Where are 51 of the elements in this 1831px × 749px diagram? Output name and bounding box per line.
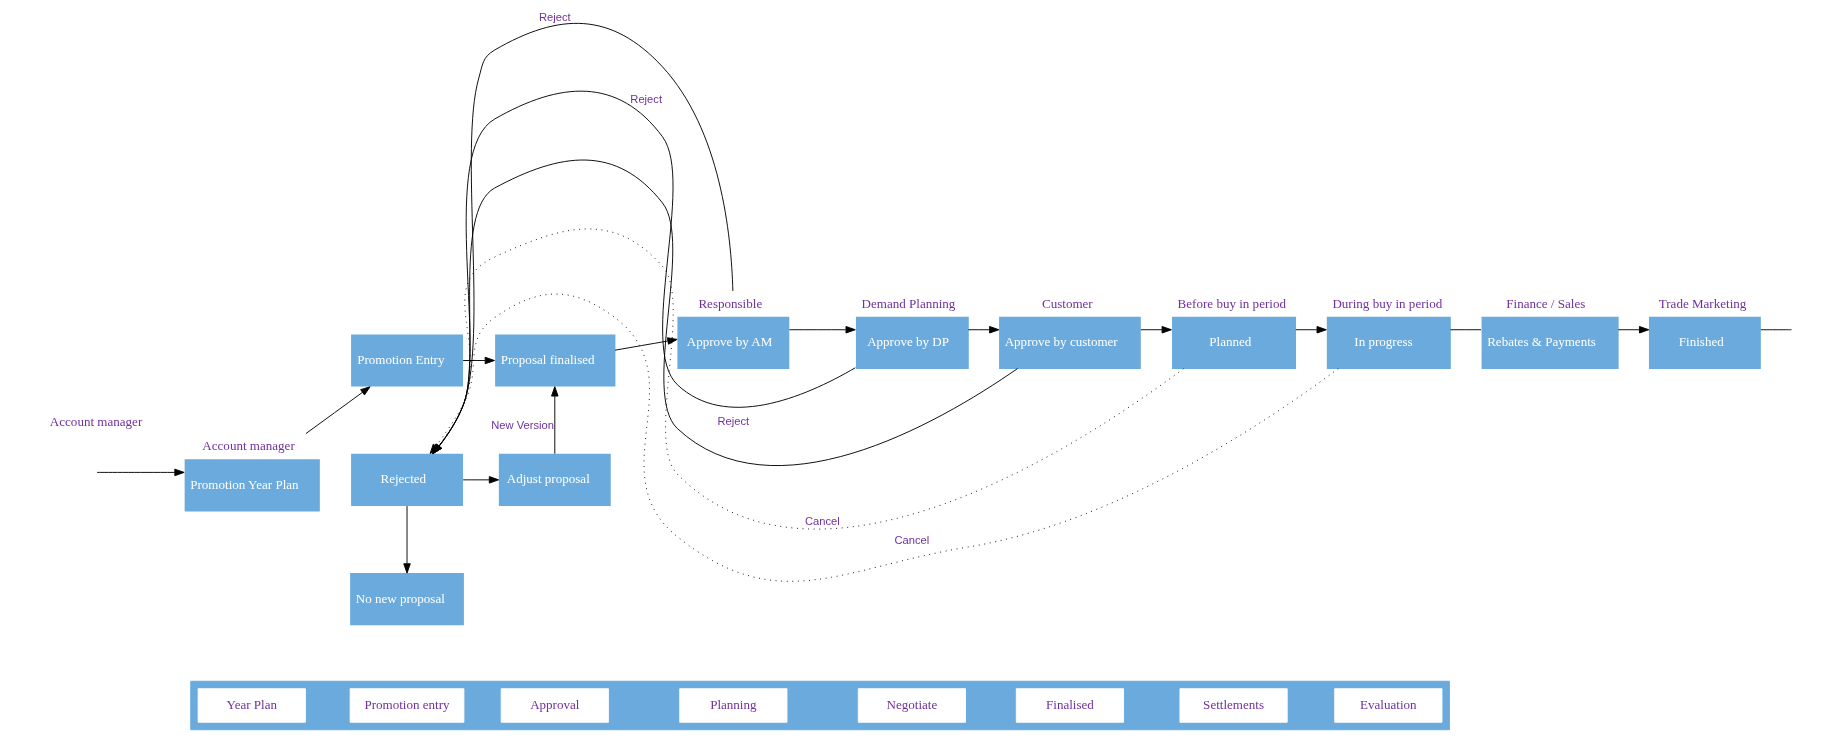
edge-label: Cancel xyxy=(894,533,930,546)
edge-label: Reject xyxy=(538,10,571,23)
arrow xyxy=(551,386,559,455)
arrow xyxy=(1617,326,1650,334)
edge-label: Reject xyxy=(630,92,663,105)
node-box: Proposal finalised xyxy=(495,334,616,387)
node-box: Approve by AM xyxy=(677,316,790,369)
arrow xyxy=(789,326,856,334)
node-box: Evaluation xyxy=(1334,688,1443,723)
edge-label: Reject xyxy=(717,415,750,428)
arrow xyxy=(96,468,185,477)
node-box: Settlements xyxy=(1179,688,1288,723)
node-box: Promotion entry xyxy=(349,688,465,723)
edge-label: Cancel xyxy=(805,515,840,528)
arrow xyxy=(462,356,495,365)
node-label: Before buy in period xyxy=(1177,295,1286,311)
node-box: Rebates & Payments xyxy=(1481,316,1619,369)
node-label: Account manager xyxy=(202,438,295,454)
node-box: Approval xyxy=(500,688,609,723)
edge-label: New Version xyxy=(491,419,554,432)
node-label: Demand Planning xyxy=(861,295,956,311)
node-label: Customer xyxy=(1041,295,1093,311)
arrow xyxy=(305,386,371,435)
node-box: Rejected xyxy=(351,453,463,506)
node-label: Trade Marketing xyxy=(1658,295,1747,311)
node-box: No new proposal xyxy=(350,573,464,626)
node-box: Planning xyxy=(679,688,788,723)
node-box: Planned xyxy=(1172,316,1297,369)
node-box: Finished xyxy=(1648,316,1761,369)
connector xyxy=(1760,329,1793,331)
arrow xyxy=(1295,326,1327,334)
arrow xyxy=(1140,326,1172,334)
node-box: In progress xyxy=(1326,316,1451,369)
arrow xyxy=(403,505,411,574)
arrow xyxy=(462,476,500,484)
arrow xyxy=(967,326,1000,334)
node-box: Approve by DP xyxy=(855,316,969,369)
node-label: During buy in period xyxy=(1332,295,1443,311)
node-label: Responsible xyxy=(698,295,763,311)
label: Account manager xyxy=(49,413,143,429)
cluster xyxy=(190,680,1450,731)
node-box: Adjust proposal xyxy=(498,453,611,506)
node-box: Negotiate xyxy=(857,688,966,723)
node-box: Year Plan xyxy=(197,688,306,723)
node-label: Finance / Sales xyxy=(1506,295,1586,311)
node-box: Finalised xyxy=(1015,688,1124,723)
connector xyxy=(1450,329,1482,331)
node-box: Promotion Entry xyxy=(351,334,463,387)
node-box: Approve by customer xyxy=(999,316,1141,369)
node-box: Promotion Year Plan xyxy=(184,459,320,512)
arrow xyxy=(614,337,678,351)
